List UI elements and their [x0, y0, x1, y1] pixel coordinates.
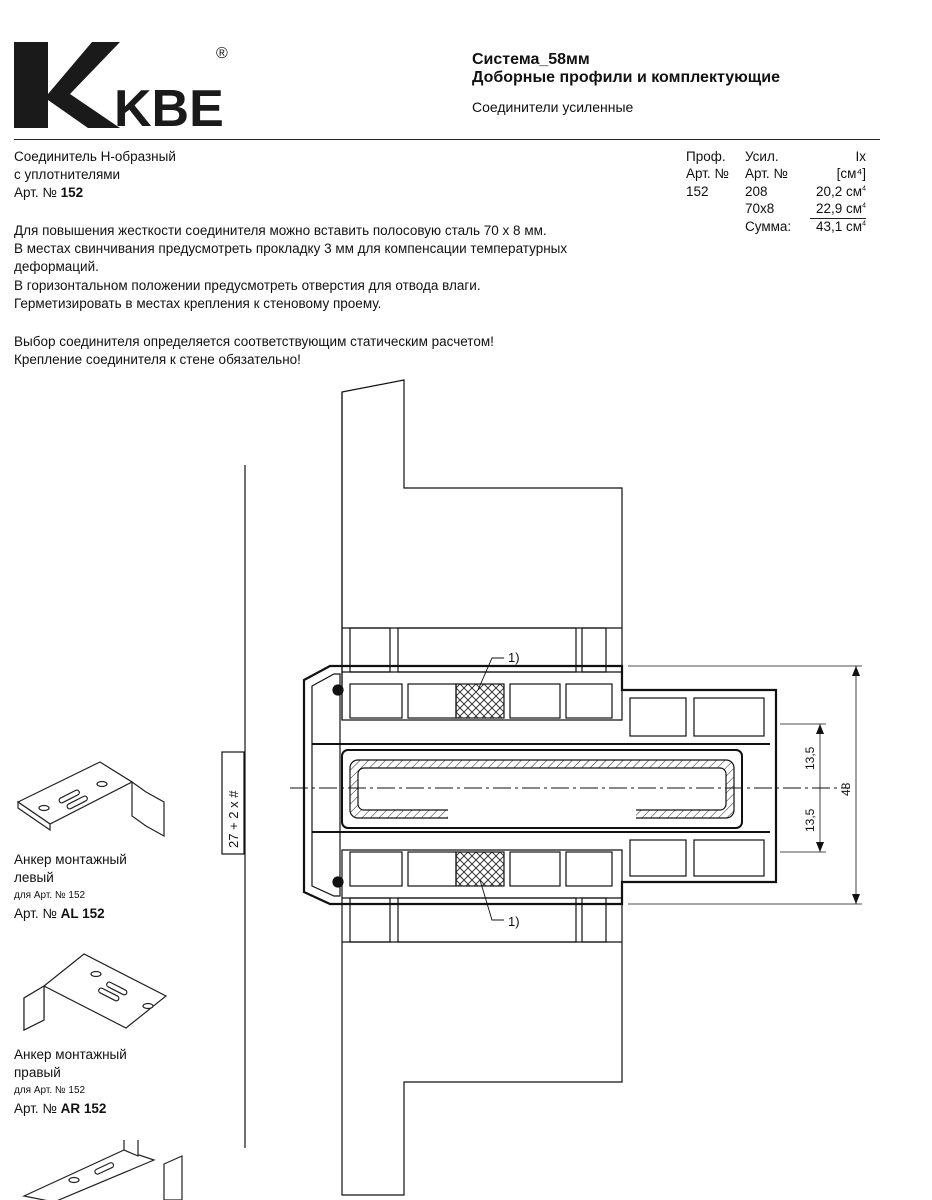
accessory-article: Арт. № AR 152: [14, 1101, 107, 1116]
table-head-prof: Проф.: [686, 149, 726, 164]
dim-total-48: 48: [839, 782, 853, 796]
anchor-right-illustration: [23, 953, 168, 1031]
callout-label: 1): [508, 914, 520, 929]
table-head-reinf-art: Арт. №: [745, 166, 788, 181]
product-name-line1: Соединитель Н-образный: [14, 149, 176, 164]
table-head-ix: Ix: [855, 149, 866, 164]
doc-title-line1: Система_58мм: [472, 51, 590, 68]
product-article: Арт. № 152: [14, 184, 83, 202]
note-line: Герметизировать в местах крепления к сте…: [14, 296, 382, 311]
table-sum-value: 43,1 см4: [816, 219, 866, 234]
warning-line: Выбор соединителя определяется соответст…: [14, 334, 494, 349]
anchor-left-illustration: [16, 761, 165, 838]
note-line: деформаций.: [14, 259, 99, 274]
lower-gasket: [332, 876, 344, 888]
note-line: В местах свинчивания предусмотреть прокл…: [14, 241, 568, 256]
cross-section-drawing: 1) 1) 27 + 2 x # 13,5 13,5 48: [221, 379, 862, 1196]
table-prof-value: 152: [686, 184, 709, 199]
connector-left-flange: [311, 673, 341, 897]
product-name-line2: с уплотнителями: [14, 167, 121, 182]
doc-subtitle: Соединители усиленные: [472, 99, 634, 115]
table-row-value: 22,9 см4: [810, 200, 866, 219]
table-head-unit: [см⁴]: [836, 166, 866, 181]
spec-table: Проф. Усил. Ix Арт. № Арт. № [см⁴] 152 2…: [686, 148, 876, 238]
accessory-name-line2: левый: [14, 870, 54, 885]
warning-line: Крепление соединителя к стене обязательн…: [14, 352, 301, 367]
accessory-name-line2: правый: [14, 1065, 61, 1080]
table-row-label: 208: [745, 184, 768, 199]
note-line: Для повышения жесткости соединителя можн…: [14, 223, 547, 238]
article-label: Арт. №: [14, 185, 57, 200]
upper-gasket: [332, 684, 344, 696]
kbe-logo: KBE ®: [14, 42, 228, 132]
table-row-value: 20,2 см4: [816, 184, 866, 199]
doc-title-line2: Доборные профили и комплектующие: [472, 69, 780, 86]
lower-frame-profile: [341, 849, 623, 1196]
table-row-label: 70x8: [745, 201, 775, 216]
article-number: 152: [60, 185, 84, 200]
header-divider: [14, 139, 880, 140]
dim-lower-13-5: 13,5: [803, 808, 817, 832]
accessory-name-line1: Анкер монтажный: [14, 852, 127, 867]
dim-left-box: [221, 751, 245, 855]
accessory-article: Арт. № AL 152: [14, 906, 105, 921]
registered-mark: ®: [216, 45, 228, 62]
table-head-reinf: Усил.: [745, 149, 779, 164]
accessory-for-text: для Арт. № 152: [14, 890, 86, 901]
dim-left-label: 27 + 2 x #: [226, 790, 241, 848]
table-sum-label: Сумма:: [745, 219, 792, 234]
h-connector-body: [302, 664, 778, 906]
accessory-name-line1: Анкер монтажный: [14, 1047, 127, 1062]
callout-label: 1): [508, 650, 520, 665]
accessory-for-text: для Арт. № 152: [14, 1085, 86, 1096]
note-line: В горизонтальном положении предусмотреть…: [14, 278, 481, 293]
dim-upper-13-5: 13,5: [803, 746, 817, 770]
logo-wordmark: KBE: [114, 80, 224, 132]
table-head-prof-art: Арт. №: [686, 166, 729, 181]
upper-frame-profile: [341, 379, 623, 721]
anchor-third-illustration: [22, 1140, 183, 1200]
